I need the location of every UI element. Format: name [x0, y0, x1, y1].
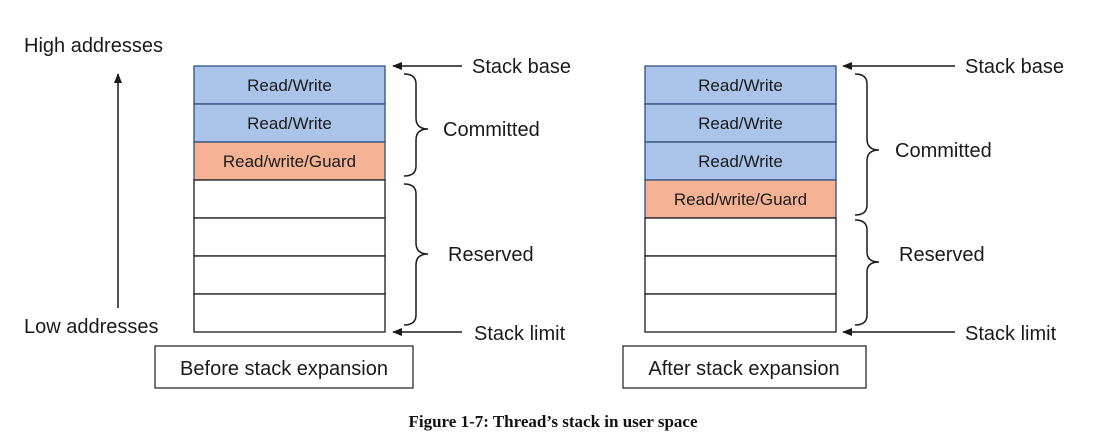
before-stack-cell-5 [193, 217, 386, 257]
before-stack-cell-label-3: Read/write/Guard [223, 152, 356, 171]
before-stack-cell-label-2: Read/Write [247, 114, 332, 133]
before-caption-label: Before stack expansion [180, 358, 388, 380]
figure-caption: Figure 1-7: Thread’s stack in user space [408, 412, 698, 431]
after-committed-brace [854, 73, 880, 216]
after-reserved-brace [854, 219, 880, 326]
after-reserved-label: Reserved [899, 244, 985, 266]
after-committed-label: Committed [895, 140, 992, 162]
after-stack-limit-label: Stack limit [965, 323, 1057, 345]
after-stack-base-label: Stack base [965, 56, 1064, 78]
before-reserved-label: Reserved [448, 244, 534, 266]
after-stack-cell-5 [644, 217, 837, 257]
after-stack-cell-label-2: Read/Write [698, 114, 783, 133]
after-stack-cell-label-3: Read/Write [698, 152, 783, 171]
before-stack-cell-4 [193, 179, 386, 219]
after-stack-cell-label-4: Read/write/Guard [674, 190, 807, 209]
after-caption-box [622, 345, 867, 389]
before-stack-base-label: Stack base [472, 56, 571, 78]
low-addresses-label: Low addresses [24, 316, 159, 338]
before-stack-cell-2 [193, 103, 386, 143]
after-stack-cell-label-1: Read/Write [698, 76, 783, 95]
before-committed-label: Committed [443, 119, 540, 141]
before-stack-limit-label: Stack limit [474, 323, 566, 345]
before-stack-cell-label-1: Read/Write [247, 76, 332, 95]
after-stack-cell-6 [644, 255, 837, 295]
before-stack-cell-6 [193, 255, 386, 295]
after-caption-label: After stack expansion [648, 358, 839, 380]
stack-diagram: High addresses Low addresses Read/WriteR… [24, 35, 1064, 389]
before-reserved-brace [403, 183, 429, 326]
before-caption-box [154, 345, 414, 389]
before-committed-brace [403, 73, 429, 177]
before-stack-cell-7 [193, 293, 386, 333]
after-stack-cell-4 [644, 179, 837, 219]
high-addresses-label: High addresses [24, 35, 163, 57]
after-stack-cells: Read/WriteRead/WriteRead/WriteRead/write… [644, 65, 837, 333]
after-stack-cell-3 [644, 141, 837, 181]
after-stack-cell-7 [644, 293, 837, 333]
